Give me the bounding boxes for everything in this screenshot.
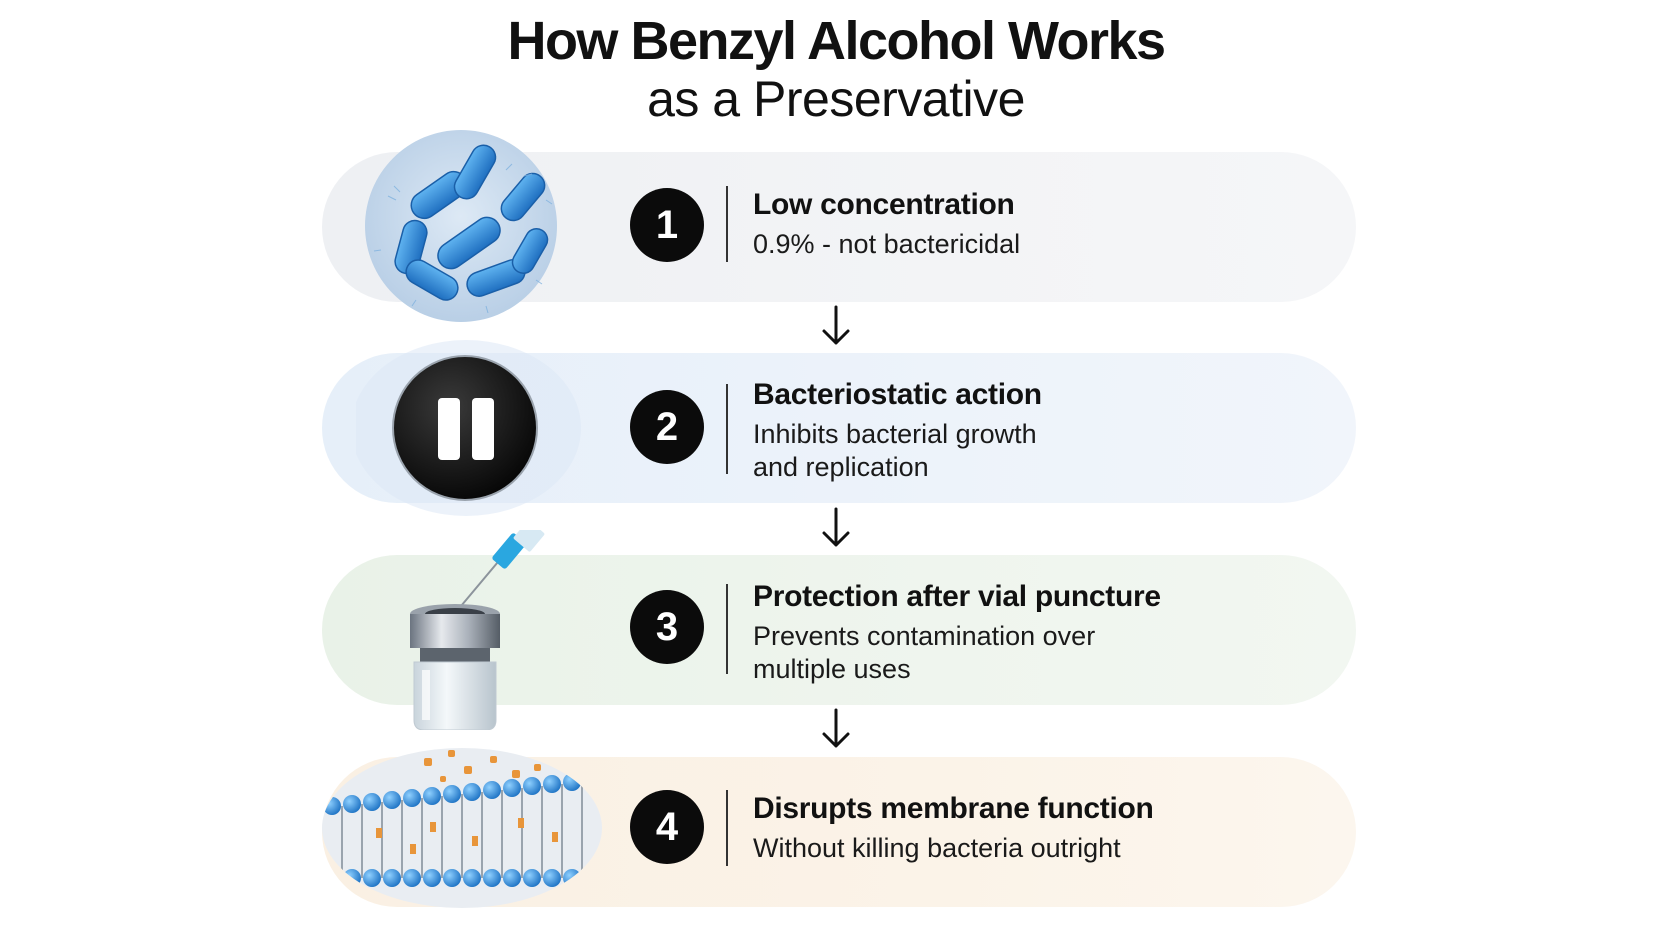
- step-divider: [726, 384, 728, 474]
- bacteria-illustration: [356, 130, 566, 326]
- step-divider: [726, 584, 728, 674]
- pause-icon: [356, 340, 596, 516]
- arrow-down-icon: [820, 708, 852, 755]
- step-description-line: Prevents contamination over: [753, 621, 1096, 651]
- step-number-badge: 4: [630, 790, 704, 864]
- step-divider: [726, 790, 728, 866]
- step-number-badge: 2: [630, 390, 704, 464]
- step-divider: [726, 186, 728, 262]
- step-description-line: multiple uses: [753, 654, 911, 684]
- step-description-line: Without killing bacteria outright: [753, 833, 1121, 863]
- step-number-badge: 1: [630, 188, 704, 262]
- page-subtitle: as a Preservative: [647, 71, 1025, 127]
- step-number-badge: 3: [630, 590, 704, 664]
- vial-needle-illustration: [400, 530, 570, 730]
- step-description-line: and replication: [753, 452, 929, 482]
- arrow-down-icon: [820, 305, 852, 352]
- arrow-down-icon: [820, 507, 852, 554]
- step-description-line: Inhibits bacterial growth: [753, 419, 1037, 449]
- step-heading: Protection after vial puncture: [753, 580, 1161, 613]
- step-description-line: 0.9% - not bactericidal: [753, 229, 1021, 259]
- step-description: 0.9% - not bactericidal: [753, 228, 1313, 261]
- step-heading: Low concentration: [753, 188, 1015, 221]
- page-title: How Benzyl Alcohol Works: [507, 11, 1166, 71]
- step-description: Prevents contamination over multiple use…: [753, 620, 1313, 686]
- step-heading: Bacteriostatic action: [753, 378, 1042, 411]
- membrane-illustration: [322, 748, 602, 908]
- step-heading: Disrupts membrane function: [753, 792, 1154, 825]
- step-description: Inhibits bacterial growth and replicatio…: [753, 418, 1313, 484]
- step-description: Without killing bacteria outright: [753, 832, 1313, 865]
